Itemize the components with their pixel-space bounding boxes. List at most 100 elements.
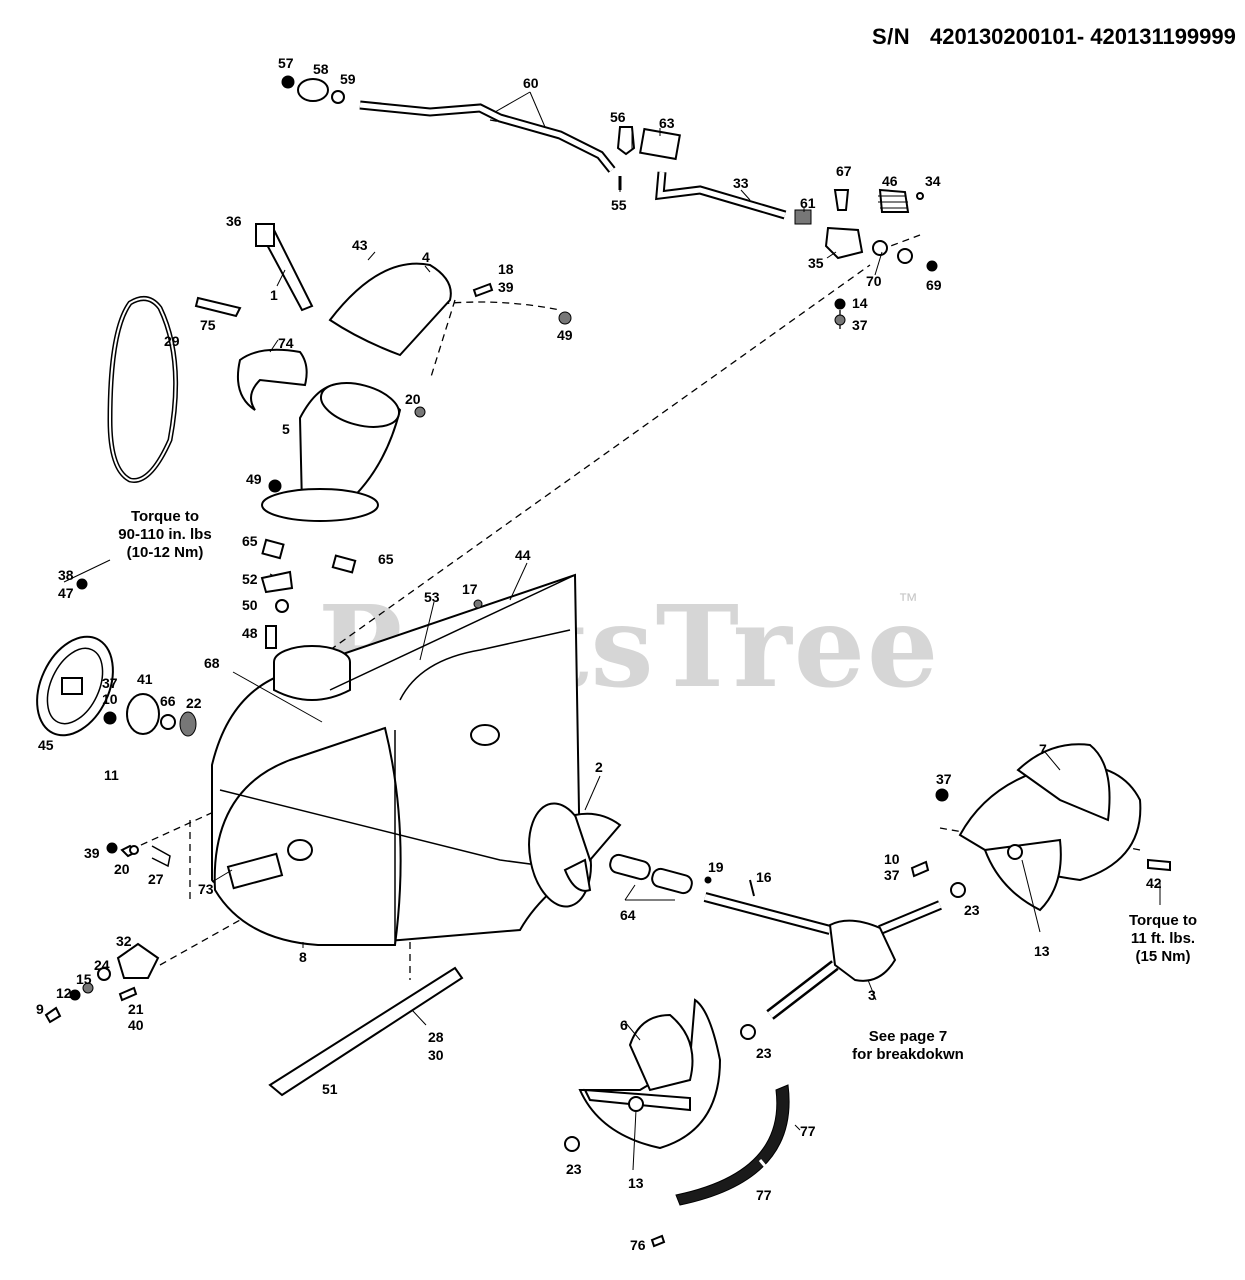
callout: 39 — [498, 279, 514, 295]
callout: 27 — [148, 871, 164, 887]
callout: 37 — [884, 867, 900, 883]
callout: 77 — [756, 1187, 772, 1203]
scraper-bar-51 — [268, 966, 464, 1097]
key-19 — [704, 876, 712, 884]
nut-57 — [281, 75, 295, 89]
label-73 — [226, 852, 284, 890]
callout: 45 — [38, 737, 54, 753]
rubber-paddle-77 — [675, 1084, 790, 1206]
plate-65b — [331, 554, 357, 574]
callout: 36 — [226, 213, 242, 229]
bolt-9 — [44, 1006, 62, 1024]
callout: 73 — [198, 881, 214, 897]
callout: 37 — [852, 317, 868, 333]
callout: 65 — [378, 551, 394, 567]
callout: 34 — [925, 173, 941, 189]
callout: 47 — [58, 585, 74, 601]
see-page-note: See page 7 for breakdokwn — [838, 1028, 978, 1064]
callout: 32 — [116, 933, 132, 949]
callout-labels: 57 58 59 60 56 63 55 33 67 46 34 61 35 7… — [36, 55, 1162, 1253]
callout: 67 — [836, 163, 852, 179]
callout: 1 — [270, 287, 278, 303]
callout: 37 — [102, 675, 118, 691]
callout: 21 — [128, 1001, 144, 1017]
callout: 15 — [76, 971, 92, 987]
nut-37-auger — [935, 788, 949, 802]
auger-7 — [958, 743, 1142, 912]
callout: 53 — [424, 589, 440, 605]
callout: 66 — [160, 693, 176, 709]
callout: 12 — [56, 985, 72, 1001]
callout: 16 — [756, 869, 772, 885]
nut-37-pulley — [103, 711, 117, 725]
auger-housing-8 — [211, 573, 582, 946]
bolt-75 — [194, 296, 242, 318]
callout: 38 — [58, 567, 74, 583]
callout: 55 — [611, 197, 627, 213]
washer-23-mid — [740, 1024, 756, 1040]
callout: 17 — [462, 581, 478, 597]
nut-20-chute — [414, 406, 426, 418]
callout: 64 — [620, 907, 636, 923]
bearing-24 — [97, 967, 111, 981]
auger-7-hub — [1007, 844, 1023, 860]
gearbox-3 — [828, 919, 897, 982]
washer-23-left — [564, 1136, 580, 1152]
impeller-2 — [528, 802, 622, 908]
callout: 49 — [246, 471, 262, 487]
callout: 52 — [242, 571, 258, 587]
chute-bracket-74 — [236, 348, 308, 411]
callout: 74 — [278, 335, 294, 351]
handle-36 — [255, 223, 275, 247]
callout: 9 — [36, 1001, 44, 1017]
pulley-45 — [36, 635, 114, 737]
nut-14 — [834, 298, 846, 310]
callout: 22 — [186, 695, 202, 711]
callout: 40 — [128, 1017, 144, 1033]
washer-15 — [82, 982, 94, 994]
callout: 49 — [557, 327, 573, 343]
callout: 13 — [628, 1175, 644, 1191]
note-line: Torque to — [1128, 912, 1198, 929]
nut-69 — [926, 260, 938, 272]
callout: 37 — [936, 771, 952, 787]
pin-34 — [916, 192, 924, 200]
note-line: Torque to — [130, 508, 200, 525]
chute-ring — [261, 488, 379, 522]
callout: 20 — [405, 391, 421, 407]
callout: 10 — [102, 691, 118, 707]
note-line: See page 7 — [868, 1028, 948, 1045]
washer-59 — [331, 90, 345, 104]
washer-20 — [129, 845, 139, 855]
callout: 41 — [137, 671, 153, 687]
bushing-61 — [794, 209, 812, 225]
callout: 11 — [104, 767, 119, 783]
callout: 35 — [808, 255, 824, 271]
housing-hole-left — [287, 839, 313, 861]
callout: 2 — [595, 759, 603, 775]
callout: 20 — [114, 861, 130, 877]
note-line: 90-110 in. lbs — [118, 526, 212, 543]
bolt-76 — [650, 1234, 666, 1248]
nut-39 — [106, 842, 118, 854]
bracket-35 — [824, 226, 864, 260]
washer-50 — [275, 599, 289, 613]
plate-65a — [261, 538, 285, 560]
callout: 19 — [708, 859, 724, 875]
block-63 — [639, 127, 681, 161]
callout: 75 — [200, 317, 216, 333]
callout: 33 — [733, 175, 749, 191]
callout: 18 — [498, 261, 514, 277]
nut-12 — [69, 989, 81, 1001]
callout: 3 — [868, 987, 876, 1003]
callout: 61 — [800, 195, 816, 211]
bracket-27 — [151, 845, 171, 868]
callout: 39 — [84, 845, 100, 861]
callout: 69 — [926, 277, 942, 293]
callout: 57 — [278, 55, 294, 71]
callout: 4 — [422, 249, 430, 265]
callout: 51 — [322, 1081, 338, 1097]
callout: 23 — [566, 1161, 582, 1177]
clip-56 — [616, 126, 636, 156]
bolt-42 — [1147, 858, 1171, 872]
